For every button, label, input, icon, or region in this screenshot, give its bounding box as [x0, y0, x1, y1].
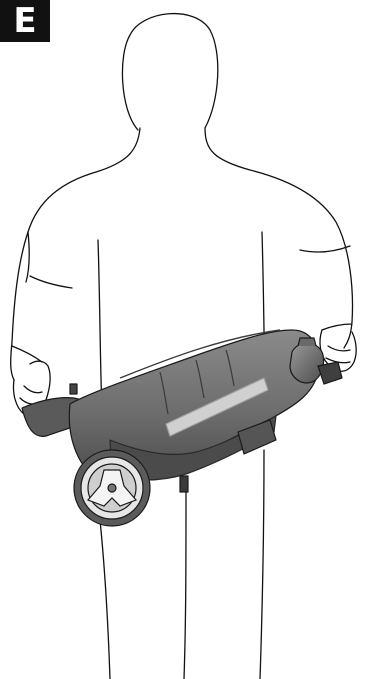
leg-left — [100, 520, 110, 679]
sleeve-left-cuff — [12, 346, 42, 362]
sleeve-right-cuff — [322, 324, 352, 330]
sleeve-left-fold — [30, 276, 72, 288]
knob — [70, 384, 77, 394]
hose-connector — [318, 362, 342, 384]
sleeve-right-fold — [300, 246, 350, 252]
leg-middle — [184, 488, 186, 679]
leg-right — [260, 450, 264, 679]
tank-cap — [290, 343, 324, 383]
shoulder-right — [205, 128, 352, 348]
torso-left — [98, 240, 102, 412]
axle — [180, 476, 188, 492]
sleeve-left — [26, 232, 29, 282]
head — [122, 14, 217, 130]
shoulder-left — [11, 128, 140, 380]
wheel — [74, 450, 150, 526]
pressure-washer — [22, 330, 342, 492]
